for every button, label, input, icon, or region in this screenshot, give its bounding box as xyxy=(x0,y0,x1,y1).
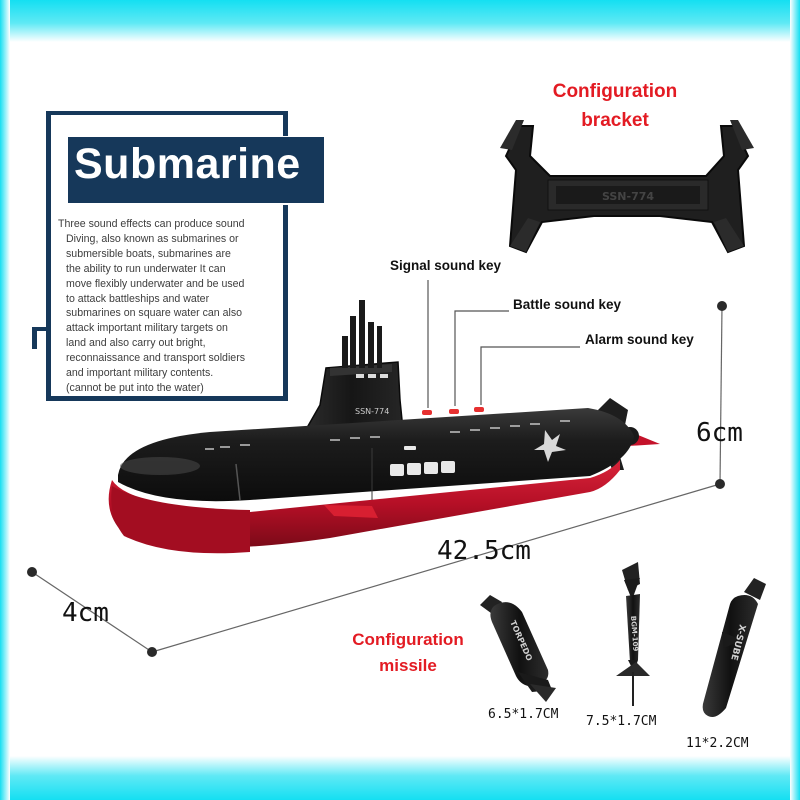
description-line: move flexibly underwater and be used xyxy=(66,277,245,290)
description-line: submarines on square water can also xyxy=(66,307,243,320)
missile-2-text: BGM-109 xyxy=(629,616,639,652)
battle-sound-key-label: Battle sound key xyxy=(513,297,622,312)
configuration-bracket-image: SSN-774 xyxy=(500,120,754,254)
alarm-sound-key-button xyxy=(474,407,484,412)
description-line: Three sound effects can produce sound xyxy=(58,218,245,230)
description-line: the ability to run underwater It can xyxy=(66,262,226,275)
bracket-label-line-1: Configuration xyxy=(552,81,678,102)
signal-sound-key-button xyxy=(422,410,432,415)
dimension-dots xyxy=(27,301,727,657)
alarm-sound-key-label: Alarm sound key xyxy=(585,332,694,347)
missile-label-line-2: missile xyxy=(379,656,437,675)
description-line: (cannot be put into the water) xyxy=(66,381,204,394)
page-title: Submarine xyxy=(74,140,301,188)
description-line: and important military contents. xyxy=(66,367,214,380)
missile-2-size-label: 7.5*1.7CM xyxy=(586,714,657,729)
height-dimension-label: 6cm xyxy=(696,418,743,448)
description-line: submersible boats, submarines are xyxy=(66,247,231,260)
description-line: land and also carry out bright, xyxy=(66,337,206,350)
dimension-lines xyxy=(31,305,723,653)
submarine-image: SSN-774 xyxy=(108,300,660,554)
width-dimension-label: 4cm xyxy=(62,598,109,628)
configuration-missile-label: Configuration missile xyxy=(334,627,482,679)
description-line: Diving, also known as submarines or xyxy=(66,232,239,245)
bracket-embossed-text: SSN-774 xyxy=(602,190,654,203)
hull-number: SSN-774 xyxy=(355,407,389,416)
missile-3-size-label: 11*2.2CM xyxy=(686,736,749,751)
key-leader-lines xyxy=(427,280,580,408)
cyan-frame-bottom xyxy=(0,756,800,800)
description-line: attack important military targets on xyxy=(66,322,228,335)
description-line: to attack battleships and water xyxy=(66,292,210,305)
cyan-frame-left xyxy=(0,0,10,800)
missile-1-image: TORPEDO xyxy=(480,595,556,702)
product-description: Three sound effects can produce sound Di… xyxy=(58,217,276,396)
title-frame-lines xyxy=(32,111,288,401)
title-background xyxy=(68,137,324,203)
missile-3-image: X-SUBE xyxy=(702,578,766,717)
hull-emblem xyxy=(534,430,566,462)
length-dimension-label: 42.5cm xyxy=(437,536,531,566)
battle-sound-key-button xyxy=(449,409,459,414)
bracket-label-line-2: bracket xyxy=(581,110,649,131)
cyan-frame-right xyxy=(790,0,800,800)
configuration-bracket-label: Configuration bracket xyxy=(536,77,694,135)
missile-1-size-label: 6.5*1.7CM xyxy=(488,707,559,722)
missile-label-line-1: Configuration xyxy=(352,630,464,649)
description-line: reconnaissance and transport soldiers xyxy=(66,352,246,365)
signal-sound-key-label: Signal sound key xyxy=(390,258,502,273)
cyan-frame-top xyxy=(0,0,800,42)
missile-2-image: BGM-109 xyxy=(616,562,650,706)
